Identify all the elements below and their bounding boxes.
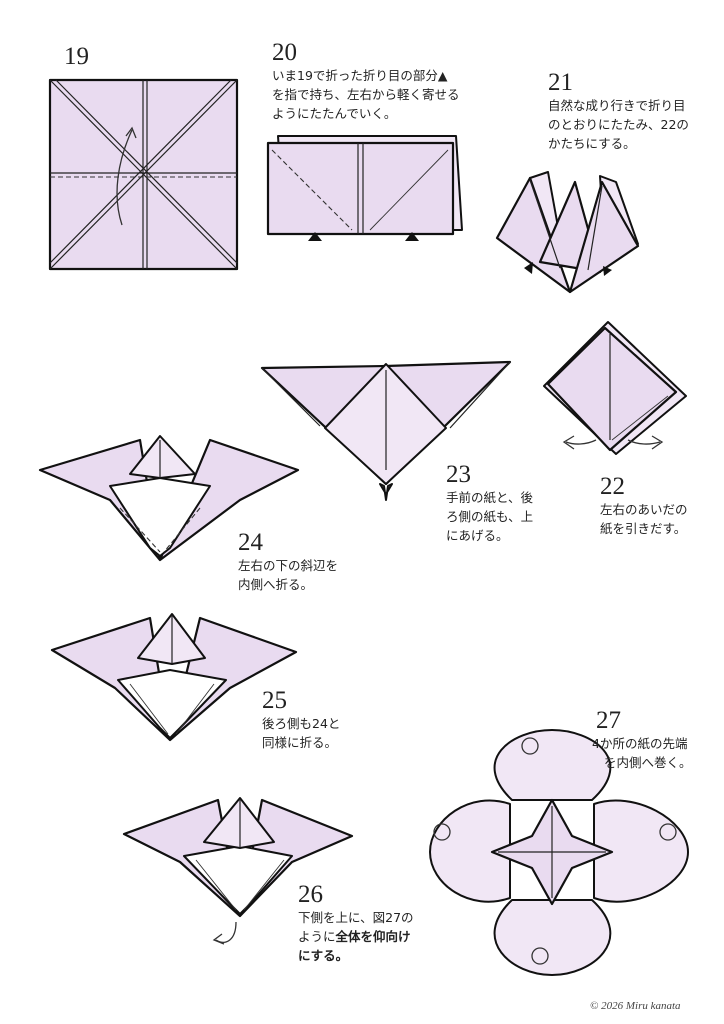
step-24-number: 24: [238, 530, 263, 555]
step-21-figure: [497, 172, 638, 292]
step-25-figure: [52, 614, 296, 740]
step-25-number: 25: [262, 688, 287, 713]
copyright-notice: © 2026 Miru kanata: [590, 1000, 681, 1012]
step-26-number: 26: [298, 882, 323, 907]
step-20-number: 20: [272, 40, 297, 65]
step-24-text: 左右の下の斜辺を 内側へ折る。: [238, 556, 338, 594]
step-22-text: 左右のあいだの 紙を引きだす。: [600, 500, 688, 538]
step-22-number: 22: [600, 474, 625, 499]
step-19-number: 19: [64, 44, 89, 69]
step-27-number: 27: [596, 708, 621, 733]
step-20-figure: [268, 136, 462, 241]
step-19-figure: [50, 80, 237, 269]
step-21-text: 自然な成り行きで折り目 のとおりにたたみ、22の かたちにする。: [548, 96, 689, 153]
step-25-text: 後ろ側も24と 同様に折る。: [262, 714, 340, 752]
step-23-number: 23: [446, 462, 471, 487]
step-21-number: 21: [548, 70, 573, 95]
step-27-text: 4か所の紙の先端 を内側へ巻く。: [592, 734, 692, 772]
step-22-figure: [544, 322, 686, 454]
step-20-text: いま19で折った折り目の部分▲ を指で持ち、左右から軽く寄せる ようにたたんでい…: [272, 66, 460, 123]
step-23-text: 手前の紙と、後 ろ側の紙も、上 にあげる。: [446, 488, 533, 545]
step-26-text: 下側を上に、図27の ように全体を仰向け にする。: [298, 908, 414, 965]
step-23-figure: [262, 362, 510, 500]
